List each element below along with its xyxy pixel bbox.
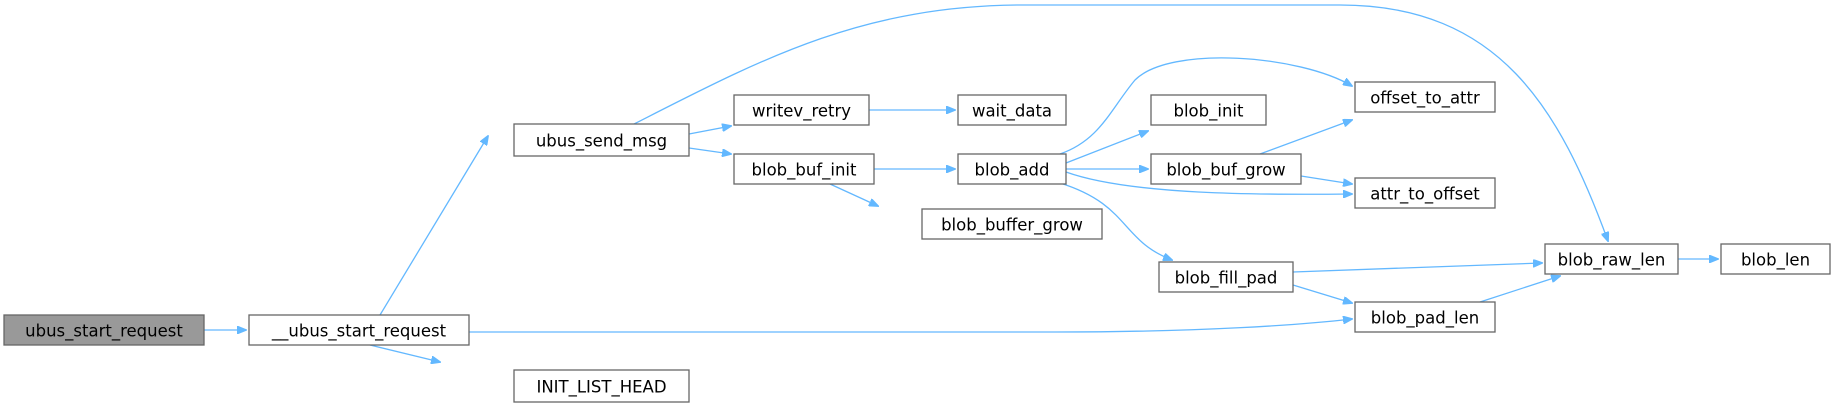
node-box — [1150, 94, 1267, 126]
edge-blob_fill_pad-to-blob_pad_len — [1292, 284, 1352, 303]
edge-blob_buf_grow-to-attr_to_offset — [1300, 175, 1352, 184]
node-box — [1720, 243, 1831, 275]
node-blob_pad_len[interactable]: blob_pad_len — [1354, 301, 1496, 333]
node-box — [1150, 153, 1302, 185]
node-label: writev_retry — [752, 102, 851, 122]
node-ubus_start_request[interactable]: ubus_start_request — [3, 314, 205, 346]
node-label: blob_buf_grow — [1166, 161, 1285, 181]
node-attr_to_offset[interactable]: attr_to_offset — [1354, 177, 1496, 209]
node-INIT_LIST_HEAD[interactable]: INIT_LIST_HEAD — [513, 369, 690, 403]
node-box — [1354, 301, 1496, 333]
node-box — [733, 153, 875, 185]
node-label: blob_len — [1741, 251, 1810, 271]
node-box — [513, 123, 690, 157]
node-label: blob_init — [1174, 102, 1245, 122]
edge-ubus_send_msg-to-writev_retry — [688, 126, 731, 135]
edges-layer — [204, 4, 1718, 362]
node-box — [3, 314, 205, 346]
node-blob_raw_len[interactable]: blob_raw_len — [1544, 243, 1679, 275]
edge-blob_add-to-blob_fill_pad — [1059, 182, 1172, 260]
node-blob_len[interactable]: blob_len — [1720, 243, 1831, 275]
node-offset_to_attr[interactable]: offset_to_attr — [1354, 81, 1496, 113]
edge-ubus_send_msg-to-blob_buf_init — [688, 147, 731, 154]
node-blob_buf_init[interactable]: blob_buf_init — [733, 153, 875, 185]
node-__ubus_start_request[interactable]: __ubus_start_request — [248, 314, 470, 346]
node-label: offset_to_attr — [1370, 89, 1480, 109]
node-box — [1158, 261, 1294, 293]
node-blob_fill_pad[interactable]: blob_fill_pad — [1158, 261, 1294, 293]
node-box — [248, 314, 470, 346]
node-label: __ubus_start_request — [271, 322, 447, 342]
edge-blob_add-to-offset_to_attr — [1059, 57, 1352, 155]
node-label: blob_buf_init — [752, 161, 857, 181]
node-label: wait_data — [972, 102, 1052, 122]
node-box — [1354, 177, 1496, 209]
node-wait_data[interactable]: wait_data — [957, 94, 1067, 126]
node-writev_retry[interactable]: writev_retry — [733, 94, 870, 126]
node-label: blob_buffer_grow — [941, 216, 1083, 236]
edge-blob_buf_grow-to-offset_to_attr — [1259, 120, 1352, 155]
node-box — [921, 208, 1103, 240]
node-label: ubus_send_msg — [536, 132, 667, 152]
node-box — [1544, 243, 1679, 275]
node-box — [1354, 81, 1496, 113]
nodes-layer: ubus_start_request __ubus_start_request ub… — [3, 81, 1831, 403]
edge-blob_add-to-attr_to_offset — [1065, 171, 1352, 194]
node-label: blob_raw_len — [1558, 251, 1666, 271]
edge-__ubus_start_request-to-INIT_LIST_HEAD — [369, 344, 440, 362]
node-label: attr_to_offset — [1370, 185, 1480, 205]
node-ubus_send_msg[interactable]: ubus_send_msg — [513, 123, 690, 157]
edge-blob_fill_pad-to-blob_raw_len — [1292, 263, 1542, 273]
edge-ubus_send_msg-to-blob_raw_len — [633, 4, 1608, 241]
node-box — [513, 369, 690, 403]
node-blob_add[interactable]: blob_add — [957, 153, 1067, 185]
node-label: blob_pad_len — [1371, 309, 1479, 329]
node-label: blob_add — [975, 161, 1050, 181]
edge-blob_pad_len-to-blob_raw_len — [1479, 276, 1560, 303]
node-blob_buf_grow[interactable]: blob_buf_grow — [1150, 153, 1302, 185]
node-box — [957, 94, 1067, 126]
node-blob_buffer_grow[interactable]: blob_buffer_grow — [921, 208, 1103, 240]
edge-blob_add-to-blob_init — [1065, 131, 1148, 164]
edge-__ubus_start_request-to-blob_pad_len — [469, 319, 1352, 333]
node-blob_init[interactable]: blob_init — [1150, 94, 1267, 126]
node-label: INIT_LIST_HEAD — [536, 378, 666, 398]
node-box — [957, 153, 1067, 185]
node-label: blob_fill_pad — [1175, 269, 1278, 289]
edge-__ubus_start_request-to-ubus_send_msg — [379, 136, 488, 316]
edge-blob_buf_init-to-blob_buffer_grow — [829, 183, 878, 206]
node-box — [733, 94, 870, 126]
node-label: ubus_start_request — [25, 322, 183, 342]
